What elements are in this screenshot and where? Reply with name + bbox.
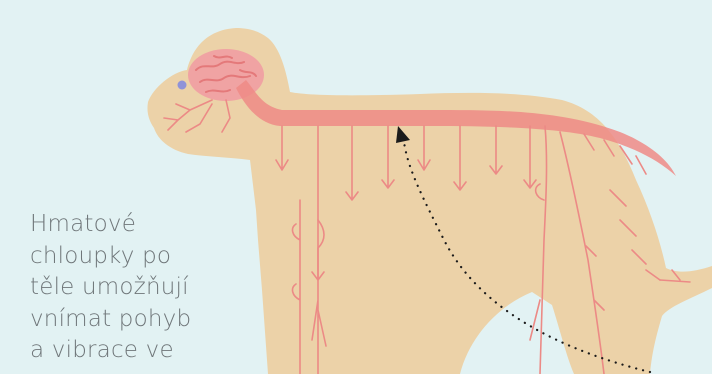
caption-line-1: Hmatové [30,209,230,241]
caption-line-2: chloupky po [30,241,230,273]
caption-line-4: vnímat pohyb [30,304,230,336]
caption-line-3: těle umožňují [30,272,230,304]
caption-text: Hmatové chloupky po těle umožňují vnímat… [30,209,230,367]
caption-line-5: a vibrace ve [30,335,230,367]
eye-icon [178,81,187,90]
